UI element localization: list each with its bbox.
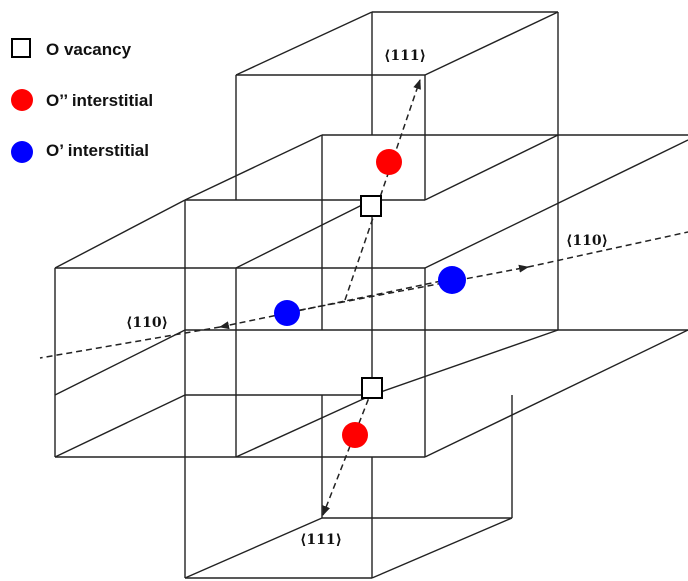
- vacancy-marker-lower: [361, 377, 383, 399]
- label-110-right: ⟨110⟩: [566, 233, 608, 249]
- line-110-left-tail: [39, 326, 221, 359]
- legend: O vacancy O’’ interstitial O’ interstiti…: [11, 38, 153, 163]
- legend-o-double-prime-icon: [11, 89, 33, 111]
- lower-block-edges: [184, 395, 513, 579]
- upper-block-edges: [235, 11, 559, 200]
- line-110-right-tail: [527, 231, 688, 268]
- direction-arrows: [39, 79, 688, 516]
- defect-markers: [274, 149, 466, 448]
- label-110-left: ⟨110⟩: [126, 315, 168, 331]
- o-double-prime-interstitial-lower: [342, 422, 368, 448]
- legend-o-double-prime-label: O’’ interstitial: [46, 91, 153, 110]
- legend-o-prime-icon: [11, 141, 33, 163]
- legend-vacancy-label: O vacancy: [46, 40, 132, 59]
- o-double-prime-interstitial-upper: [376, 149, 402, 175]
- arrow-110-left: [219, 278, 452, 330]
- o-prime-interstitial-left: [274, 300, 300, 326]
- label-111-lower: ⟨111⟩: [300, 532, 342, 548]
- label-111-upper: ⟨111⟩: [384, 48, 426, 64]
- arrow-111-up: [344, 79, 421, 301]
- middle-cluster-edges: [54, 134, 688, 458]
- direction-labels: ⟨111⟩ ⟨110⟩ ⟨110⟩ ⟨111⟩: [126, 48, 608, 548]
- legend-vacancy-icon: [11, 38, 31, 58]
- o-prime-interstitial-right: [438, 266, 466, 294]
- legend-o-prime-label: O’ interstitial: [46, 141, 149, 160]
- vacancy-marker-upper: [360, 195, 382, 217]
- lattice-wireframe: [54, 11, 688, 579]
- arrow-111-down: [322, 389, 373, 516]
- arrow-110-right: [289, 264, 529, 313]
